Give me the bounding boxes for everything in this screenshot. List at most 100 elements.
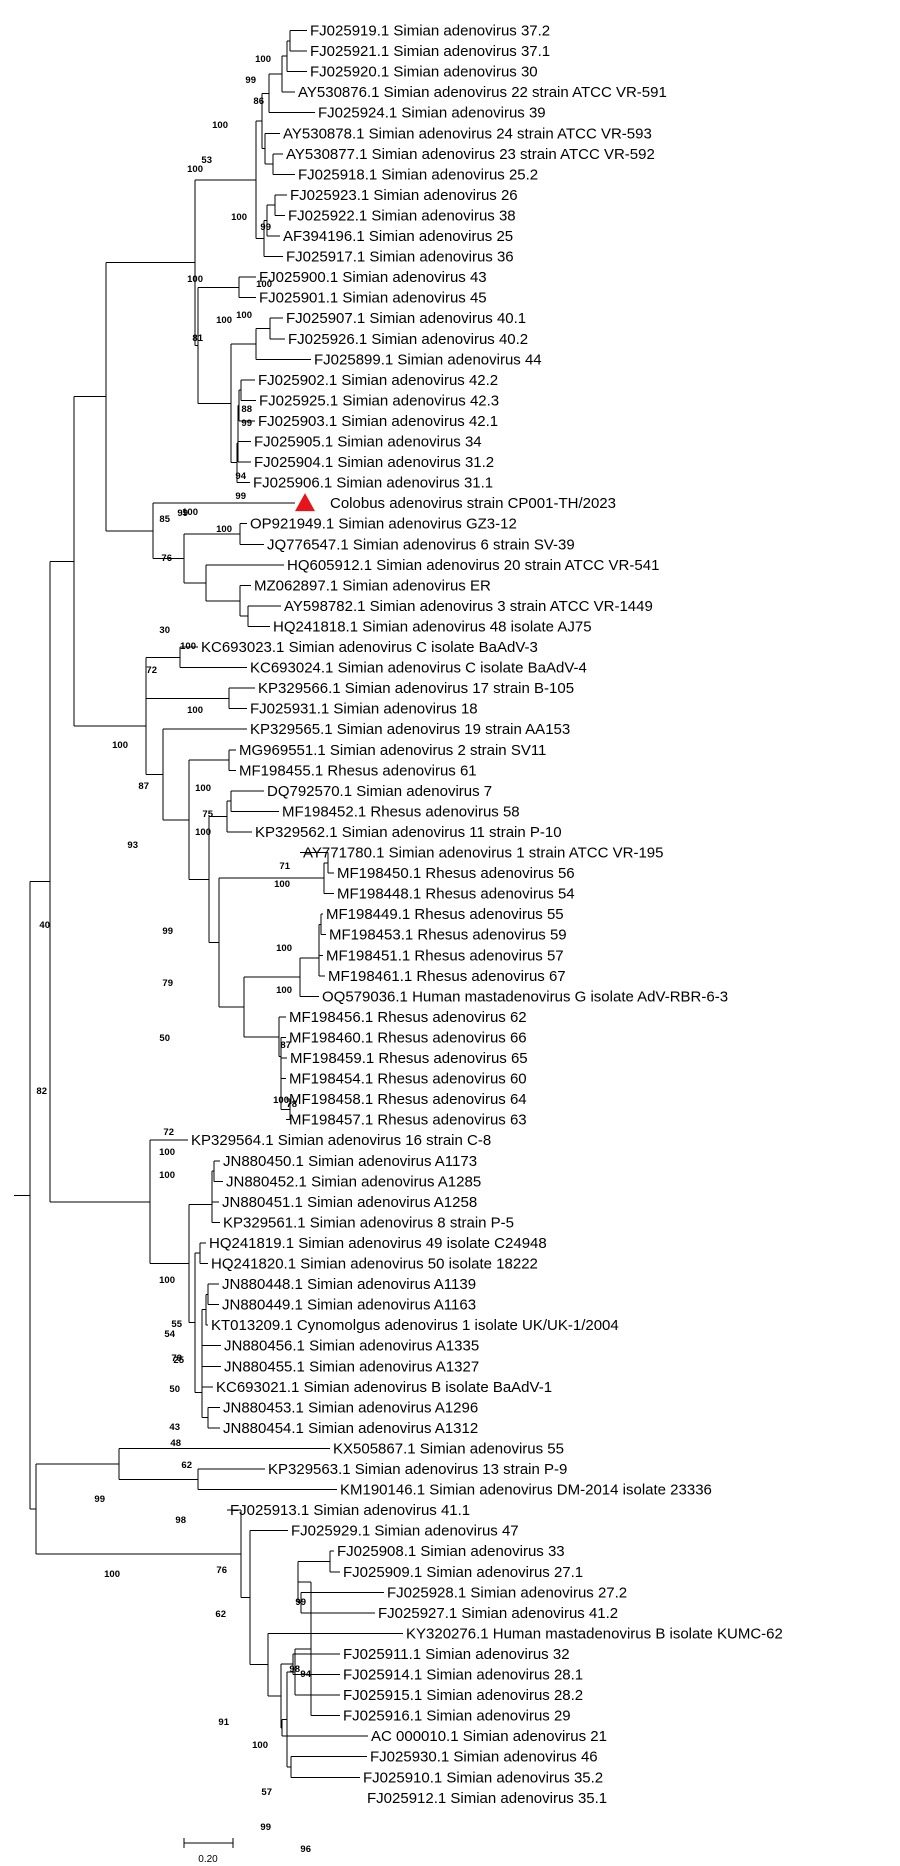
taxon-label: FJ025930.1 Simian adenovirus 46 <box>370 1749 598 1766</box>
taxon-label: MF198460.1 Rhesus adenovirus 66 <box>289 1029 527 1046</box>
bootstrap-value: 85 <box>159 514 170 525</box>
taxon-label: JN880450.1 Simian adenovirus A1173 <box>223 1153 477 1170</box>
taxon-label: FJ025918.1 Simian adenovirus 25.2 <box>298 166 538 183</box>
bootstrap-value: 99 <box>162 926 173 937</box>
taxon-label: FJ025926.1 Simian adenovirus 40.2 <box>288 331 528 348</box>
taxon-label: KP329562.1 Simian adenovirus 11 strain P… <box>255 824 562 841</box>
bootstrap-value: 99 <box>260 222 271 233</box>
bootstrap-value: 71 <box>279 861 290 872</box>
tree-branches <box>14 30 403 1778</box>
taxon-label: MF198450.1 Rhesus adenovirus 56 <box>337 865 575 882</box>
taxon-label: FJ025909.1 Simian adenovirus 27.1 <box>343 1564 583 1581</box>
bootstrap-value: 82 <box>36 1086 47 1097</box>
taxon-label: Colobus adenovirus strain CP001-TH/2023 <box>330 495 616 512</box>
taxon-label: JN880453.1 Simian adenovirus A1296 <box>223 1399 478 1416</box>
taxon-label: HQ241819.1 Simian adenovirus 49 isolate … <box>209 1235 547 1252</box>
bootstrap-value: 100 <box>212 120 228 131</box>
bootstrap-value: 87 <box>280 1040 291 1051</box>
bootstrap-value: 100 <box>159 1275 175 1286</box>
taxon-label: MF198454.1 Rhesus adenovirus 60 <box>289 1071 527 1088</box>
taxon-label: MG969551.1 Simian adenovirus 2 strain SV… <box>239 742 546 759</box>
bootstrap-value: 99 <box>235 491 246 502</box>
taxon-label: JN880456.1 Simian adenovirus A1335 <box>224 1338 479 1355</box>
bootstrap-value: 100 <box>182 507 198 518</box>
bootstrap-value: 43 <box>169 1422 180 1433</box>
taxon-label: AY771780.1 Simian adenovirus 1 strain AT… <box>303 845 663 862</box>
taxon-label: AY530877.1 Simian adenovirus 23 strain A… <box>286 146 655 163</box>
bootstrap-value: 99 <box>245 75 256 86</box>
bootstrap-value: 100 <box>276 985 292 996</box>
bootstrap-value: 72 <box>163 1127 174 1138</box>
taxon-label: MF198459.1 Rhesus adenovirus 65 <box>290 1050 528 1067</box>
bootstrap-value: 79 <box>162 978 173 989</box>
taxon-label: KT013209.1 Cynomolgus adenovirus 1 isola… <box>211 1317 619 1334</box>
bootstrap-value: 100 <box>273 1095 289 1106</box>
taxon-label: JQ776547.1 Simian adenovirus 6 strain SV… <box>267 536 575 553</box>
taxon-label: OQ579036.1 Human mastadenovirus G isolat… <box>322 988 728 1005</box>
bootstrap-value: 40 <box>39 920 50 931</box>
taxon-label: KP329564.1 Simian adenovirus 16 strain C… <box>191 1132 491 1149</box>
bootstrap-value: 94 <box>235 471 246 482</box>
taxon-label: MF198452.1 Rhesus adenovirus 58 <box>282 803 520 820</box>
bootstrap-value: 62 <box>181 1460 192 1471</box>
bootstrap-value: 98 <box>175 1515 186 1526</box>
bootstrap-value: 100 <box>187 164 203 175</box>
taxon-label: MF198448.1 Rhesus adenovirus 54 <box>337 886 575 903</box>
taxon-label: KC693023.1 Simian adenovirus C isolate B… <box>201 639 538 656</box>
taxon-label: FJ025913.1 Simian adenovirus 41.1 <box>230 1502 470 1519</box>
taxon-label: KP329561.1 Simian adenovirus 8 strain P-… <box>223 1214 514 1231</box>
bootstrap-value: 100 <box>231 212 247 223</box>
bootstrap-value: 96 <box>300 1844 311 1855</box>
taxon-label: KP329563.1 Simian adenovirus 13 strain P… <box>268 1461 567 1478</box>
bootstrap-value: 100 <box>252 1740 268 1751</box>
bootstrap-value: 100 <box>276 943 292 954</box>
taxon-label: FJ025901.1 Simian adenovirus 45 <box>259 290 487 307</box>
taxon-label: FJ025927.1 Simian adenovirus 41.2 <box>378 1605 618 1622</box>
taxon-label: FJ025900.1 Simian adenovirus 43 <box>259 269 487 286</box>
taxon-label: FJ025921.1 Simian adenovirus 37.1 <box>310 43 550 60</box>
bootstrap-value: 76 <box>216 1565 227 1576</box>
taxon-label: AY598782.1 Simian adenovirus 3 strain AT… <box>284 598 653 615</box>
taxon-label: HQ241818.1 Simian adenovirus 48 isolate … <box>273 618 592 635</box>
bootstrap-value: 98 <box>289 1664 300 1675</box>
bootstrap-value: 72 <box>146 665 157 676</box>
taxon-label: AY530878.1 Simian adenovirus 24 strain A… <box>283 125 652 142</box>
taxon-labels: FJ025919.1 Simian adenovirus 37.2FJ02592… <box>191 23 783 1807</box>
taxon-label: JN880454.1 Simian adenovirus A1312 <box>223 1420 478 1437</box>
bootstrap-values: 1009986100531001009910010010081100998894… <box>36 54 311 1855</box>
bootstrap-value: 100 <box>180 641 196 652</box>
bootstrap-value: 94 <box>300 1669 311 1680</box>
bootstrap-value: 88 <box>241 404 252 415</box>
taxon-label: JN880449.1 Simian adenovirus A1163 <box>222 1297 476 1314</box>
taxon-label: FJ025906.1 Simian adenovirus 31.1 <box>253 475 493 492</box>
bootstrap-value: 55 <box>171 1319 182 1330</box>
taxon-label: JN880451.1 Simian adenovirus A1258 <box>222 1194 477 1211</box>
taxon-label: KC693024.1 Simian adenovirus C isolate B… <box>250 660 587 677</box>
taxon-label: KP329565.1 Simian adenovirus 19 strain A… <box>250 721 570 738</box>
bootstrap-value: 100 <box>274 879 290 890</box>
bootstrap-value: 99 <box>94 1494 105 1505</box>
taxon-label: FJ025907.1 Simian adenovirus 40.1 <box>286 310 526 327</box>
bootstrap-value: 100 <box>216 524 232 535</box>
bootstrap-value: 75 <box>202 809 213 820</box>
taxon-label: AY530876.1 Simian adenovirus 22 strain A… <box>298 84 667 101</box>
bootstrap-value: 99 <box>241 418 252 429</box>
taxon-label: MF198461.1 Rhesus adenovirus 67 <box>328 968 566 985</box>
bootstrap-value: 78 <box>286 1099 297 1110</box>
taxon-label: MF198449.1 Rhesus adenovirus 55 <box>326 906 564 923</box>
taxon-label: KP329566.1 Simian adenovirus 17 strain B… <box>258 680 574 697</box>
taxon-label: MF198458.1 Rhesus adenovirus 64 <box>289 1091 527 1108</box>
taxon-label: AF394196.1 Simian adenovirus 25 <box>283 228 513 245</box>
taxon-label: OP921949.1 Simian adenovirus GZ3-12 <box>250 516 517 533</box>
bootstrap-value: 50 <box>169 1384 180 1395</box>
bootstrap-value: 100 <box>195 827 211 838</box>
taxon-label: JN880455.1 Simian adenovirus A1327 <box>224 1358 479 1375</box>
taxon-label: MZ062897.1 Simian adenovirus ER <box>254 577 491 594</box>
bootstrap-value: 30 <box>159 625 170 636</box>
bootstrap-value: 99 <box>260 1822 271 1833</box>
taxon-label: FJ025923.1 Simian adenovirus 26 <box>290 187 518 204</box>
scale-bar-label: 0.20 <box>198 1854 218 1865</box>
scale-bar: 0.20 <box>183 1838 234 1865</box>
taxon-label: FJ025929.1 Simian adenovirus 47 <box>291 1523 519 1540</box>
